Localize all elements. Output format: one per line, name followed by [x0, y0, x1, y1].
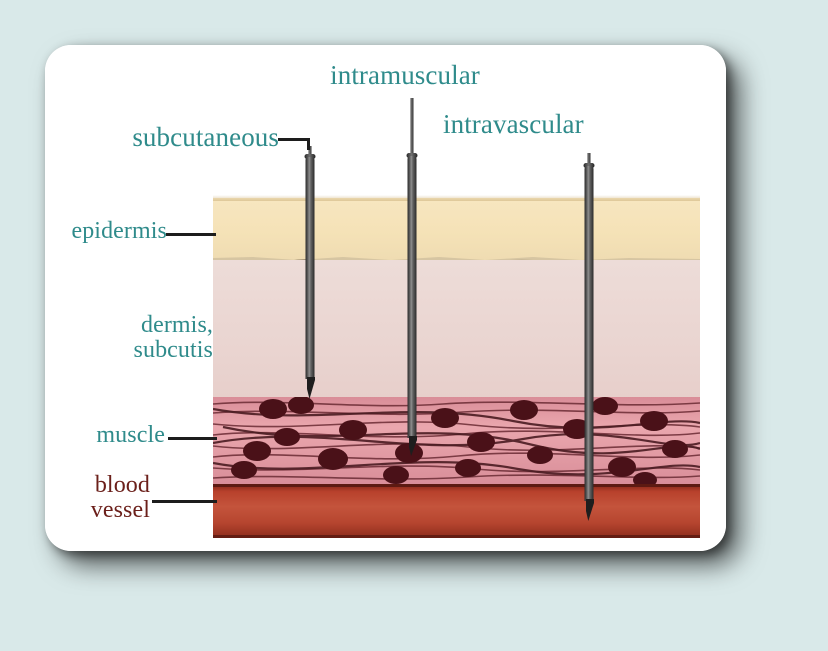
needle-subcutaneous-hub	[308, 146, 312, 156]
label-intravascular: intravascular	[443, 110, 584, 139]
leader-epidermis	[166, 233, 216, 236]
label-intravascular-text: intravascular	[443, 109, 584, 139]
leader-muscle	[168, 437, 217, 440]
label-subcutaneous-text: subcutaneous	[132, 122, 279, 152]
epidermis-dermis-boundary	[213, 253, 700, 266]
vessel-top-border	[213, 484, 700, 487]
needle-subcutaneous-bevel-tip	[306, 377, 315, 399]
needle-intravascular[interactable]	[583, 153, 595, 533]
muscle-fiber-texture	[213, 397, 700, 484]
needle-subcutaneous-shaft	[305, 157, 315, 379]
label-muscle: muscle	[45, 422, 165, 448]
layer-epidermis	[213, 195, 700, 260]
layer-dermis-subcutis	[213, 260, 700, 397]
epidermis-surface-edge	[213, 195, 700, 201]
needle-intramuscular-shaft	[407, 156, 417, 438]
needle-intravascular-hub	[587, 153, 591, 165]
leader-subcutaneous-vertical	[307, 138, 310, 150]
leader-subcutaneous-horizontal	[278, 138, 310, 141]
needle-intravascular-bevel-tip	[585, 499, 594, 521]
needle-intravascular-shaft	[584, 166, 594, 501]
label-epidermis: epidermis	[45, 218, 167, 244]
layer-muscle	[213, 397, 700, 484]
label-subcutaneous: subcutaneous	[45, 123, 279, 152]
label-intramuscular: intramuscular	[245, 61, 565, 90]
needle-subcutaneous-cap	[304, 154, 316, 159]
leader-blood-vessel	[152, 500, 217, 503]
label-blood-vessel-line2: vessel	[90, 497, 150, 524]
label-intramuscular-text: intramuscular	[330, 60, 480, 90]
illustration-card-inner: subcutaneous intramuscular intravascular…	[45, 45, 726, 551]
label-dermis-line1: dermis,	[140, 312, 213, 338]
illustration-card: subcutaneous intramuscular intravascular…	[45, 45, 726, 551]
label-blood-vessel-line1: blood	[94, 472, 150, 498]
label-blood-vessel: blood vessel	[45, 472, 150, 524]
tissue-cross-section	[213, 98, 700, 538]
layer-blood-vessel	[213, 484, 700, 538]
label-dermis-line2: subcutis	[133, 337, 213, 364]
needle-intramuscular-cap	[406, 153, 418, 158]
needle-intramuscular-bevel-tip	[408, 436, 417, 456]
needle-intramuscular-hub	[410, 98, 414, 156]
label-muscle-text: muscle	[96, 422, 165, 448]
vessel-bottom-border	[213, 535, 700, 538]
label-dermis-subcutis: dermis, subcutis	[45, 312, 213, 364]
needle-intravascular-cap	[583, 163, 595, 168]
label-epidermis-text: epidermis	[71, 218, 167, 244]
needle-subcutaneous[interactable]	[304, 146, 316, 399]
needle-intramuscular[interactable]	[406, 98, 418, 498]
